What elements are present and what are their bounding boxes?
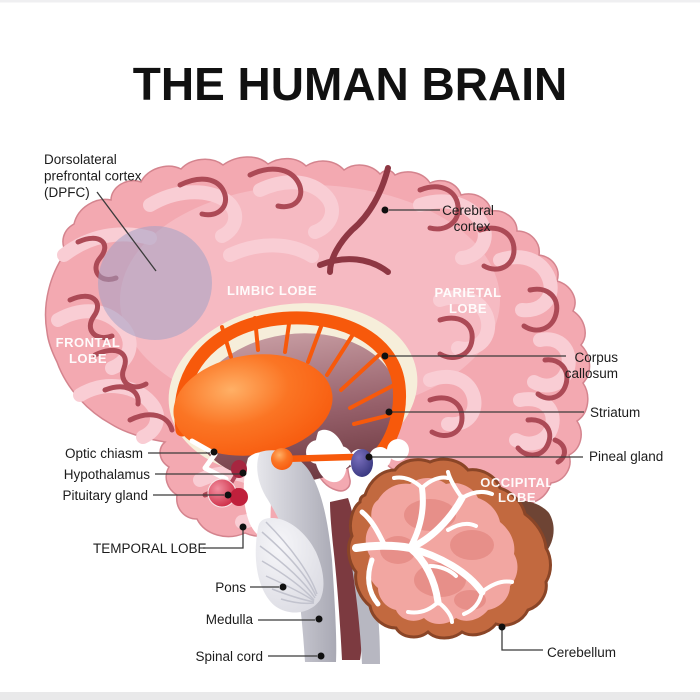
label-occipital-lobe-line2: LOBE <box>498 490 536 505</box>
label-frontal-lobe-line2: LOBE <box>69 351 107 366</box>
bottom-frame-strip <box>0 692 700 700</box>
anchor-dot-pons <box>279 583 287 591</box>
label-corpus-callosum-line2: callosum <box>565 366 618 381</box>
anchor-dot-corpus-callosum <box>381 352 389 360</box>
striatum-thalamus-body <box>173 354 333 456</box>
dpfc-highlight-circle <box>98 226 212 340</box>
label-occipital-lobe-line1: OCCIPITAL <box>480 475 554 490</box>
anchor-dot-pituitary-gland <box>224 491 232 499</box>
leader-temporal-lobe <box>203 529 244 549</box>
label-optic-chiasm: Optic chiasm <box>65 446 143 461</box>
label-hypothalamus: Hypothalamus <box>64 467 151 482</box>
leader-lines <box>96 191 584 660</box>
label-dpfc-line3: (DPFC) <box>44 185 90 200</box>
label-parietal-lobe-line2: LOBE <box>449 301 487 316</box>
pons-striations <box>259 521 318 605</box>
anchor-dot-spinal-cord <box>317 652 325 660</box>
anchor-dot-temporal-lobe <box>239 523 247 531</box>
leader-cerebellum <box>501 630 543 651</box>
label-pons: Pons <box>215 580 246 595</box>
limbic-system <box>168 303 418 483</box>
anchor-dot-pineal-gland <box>365 453 373 461</box>
anchor-dot-optic-chiasm <box>210 448 218 456</box>
cerebellum-group <box>347 457 554 640</box>
label-corpus-callosum-line1: Corpus <box>574 350 618 365</box>
top-frame-strip <box>0 0 700 3</box>
label-dpfc-line1: Dorsolateral <box>44 152 117 167</box>
label-dpfc-line2: prefrontal cortex <box>44 169 142 184</box>
page-title: THE HUMAN BRAIN <box>133 58 567 110</box>
mammillary-body <box>271 448 293 470</box>
label-medulla: Medulla <box>206 612 254 627</box>
label-pineal-gland: Pineal gland <box>589 449 663 464</box>
cerebellum-arbor-vitae <box>352 470 514 624</box>
label-cerebral-cortex-line1: Cerebral <box>442 203 494 218</box>
label-spinal-cord: Spinal cord <box>195 649 263 664</box>
label-cerebral-cortex-line2: cortex <box>454 219 491 234</box>
label-limbic-lobe: LIMBIC LOBE <box>227 283 317 298</box>
pineal-gland-shape <box>351 449 373 477</box>
anchor-dot-striatum <box>385 408 393 416</box>
anchor-dot-cerebellum <box>498 623 506 631</box>
fornix-line <box>278 453 356 463</box>
annotation-labels: Dorsolateral prefrontal cortex (DPFC) Ce… <box>44 152 663 664</box>
label-temporal-lobe: TEMPORAL LOBE <box>93 541 207 556</box>
label-parietal-lobe-line1: PARIETAL <box>434 285 501 300</box>
label-pituitary-gland: Pituitary gland <box>62 488 148 503</box>
leader-dpfc <box>96 191 157 272</box>
label-cerebellum: Cerebellum <box>547 645 616 660</box>
anchor-dot-hypothalamus <box>239 469 247 477</box>
label-striatum: Striatum <box>590 405 640 420</box>
lobe-overlay-labels: FRONTAL LOBE LIMBIC LOBE PARIETAL LOBE O… <box>56 283 554 505</box>
label-frontal-lobe-line1: FRONTAL <box>56 335 121 350</box>
anchor-dot-medulla <box>315 615 323 623</box>
sulci-lines <box>67 165 570 509</box>
anchor-dot-cerebral-cortex <box>381 206 389 214</box>
pituitary-posterior-lobe <box>230 488 248 506</box>
